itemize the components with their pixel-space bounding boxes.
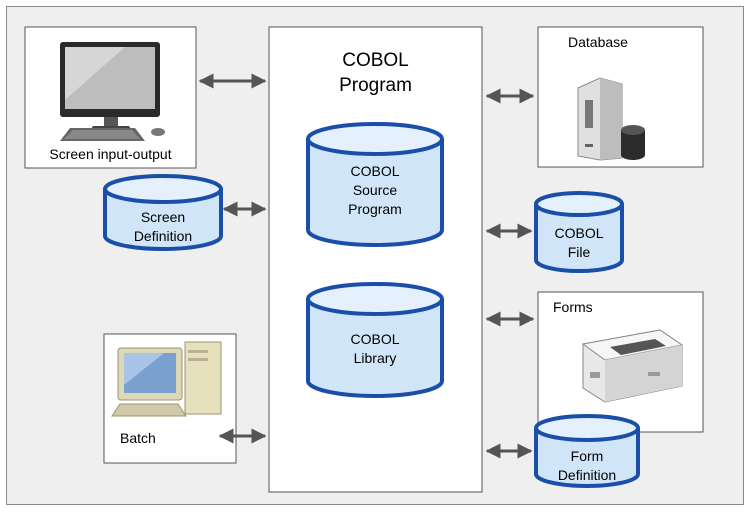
screen-definition-cylinder: [103, 174, 223, 251]
library-line2: Library: [353, 350, 397, 366]
database-server-icon: [577, 77, 645, 161]
workstation-icon: [111, 341, 222, 417]
cobol-program-box: [268, 26, 483, 493]
monitor-icon: [60, 42, 165, 141]
cobol-file-line2: File: [567, 244, 591, 260]
cobol-file-cylinder: [534, 191, 624, 273]
forms-label: Forms: [553, 299, 593, 315]
library-label: COBOL Library: [308, 330, 442, 368]
batch-label: Batch: [120, 430, 156, 446]
screen-definition-line2: Definition: [133, 228, 193, 244]
screen-definition-label: Screen Definition: [105, 208, 221, 246]
form-definition-label: Form Definition: [536, 447, 638, 485]
form-definition-line2: Definition: [557, 467, 617, 483]
form-definition-line1: Form: [570, 448, 604, 464]
source-program-line2: Source: [352, 182, 398, 198]
source-program-label: COBOL Source Program: [308, 162, 442, 219]
screen-definition-line1: Screen: [140, 209, 186, 225]
printer-icon: [581, 329, 684, 403]
screen-io-label: Screen input-output: [49, 146, 172, 162]
library-line1: COBOL: [350, 331, 400, 347]
form-definition-cylinder: [534, 414, 640, 488]
program-title: COBOL Program: [269, 48, 482, 98]
cobol-file-label: COBOL File: [536, 224, 622, 262]
program-title-line1: COBOL: [342, 50, 409, 71]
cobol-library-cylinder: [306, 282, 444, 398]
cobol-file-line1: COBOL: [554, 225, 604, 241]
program-title-line2: Program: [339, 75, 412, 96]
cobol-source-program-cylinder: [306, 122, 444, 247]
database-label: Database: [568, 34, 628, 50]
source-program-line3: Program: [348, 201, 402, 217]
source-program-line1: COBOL: [350, 163, 400, 179]
